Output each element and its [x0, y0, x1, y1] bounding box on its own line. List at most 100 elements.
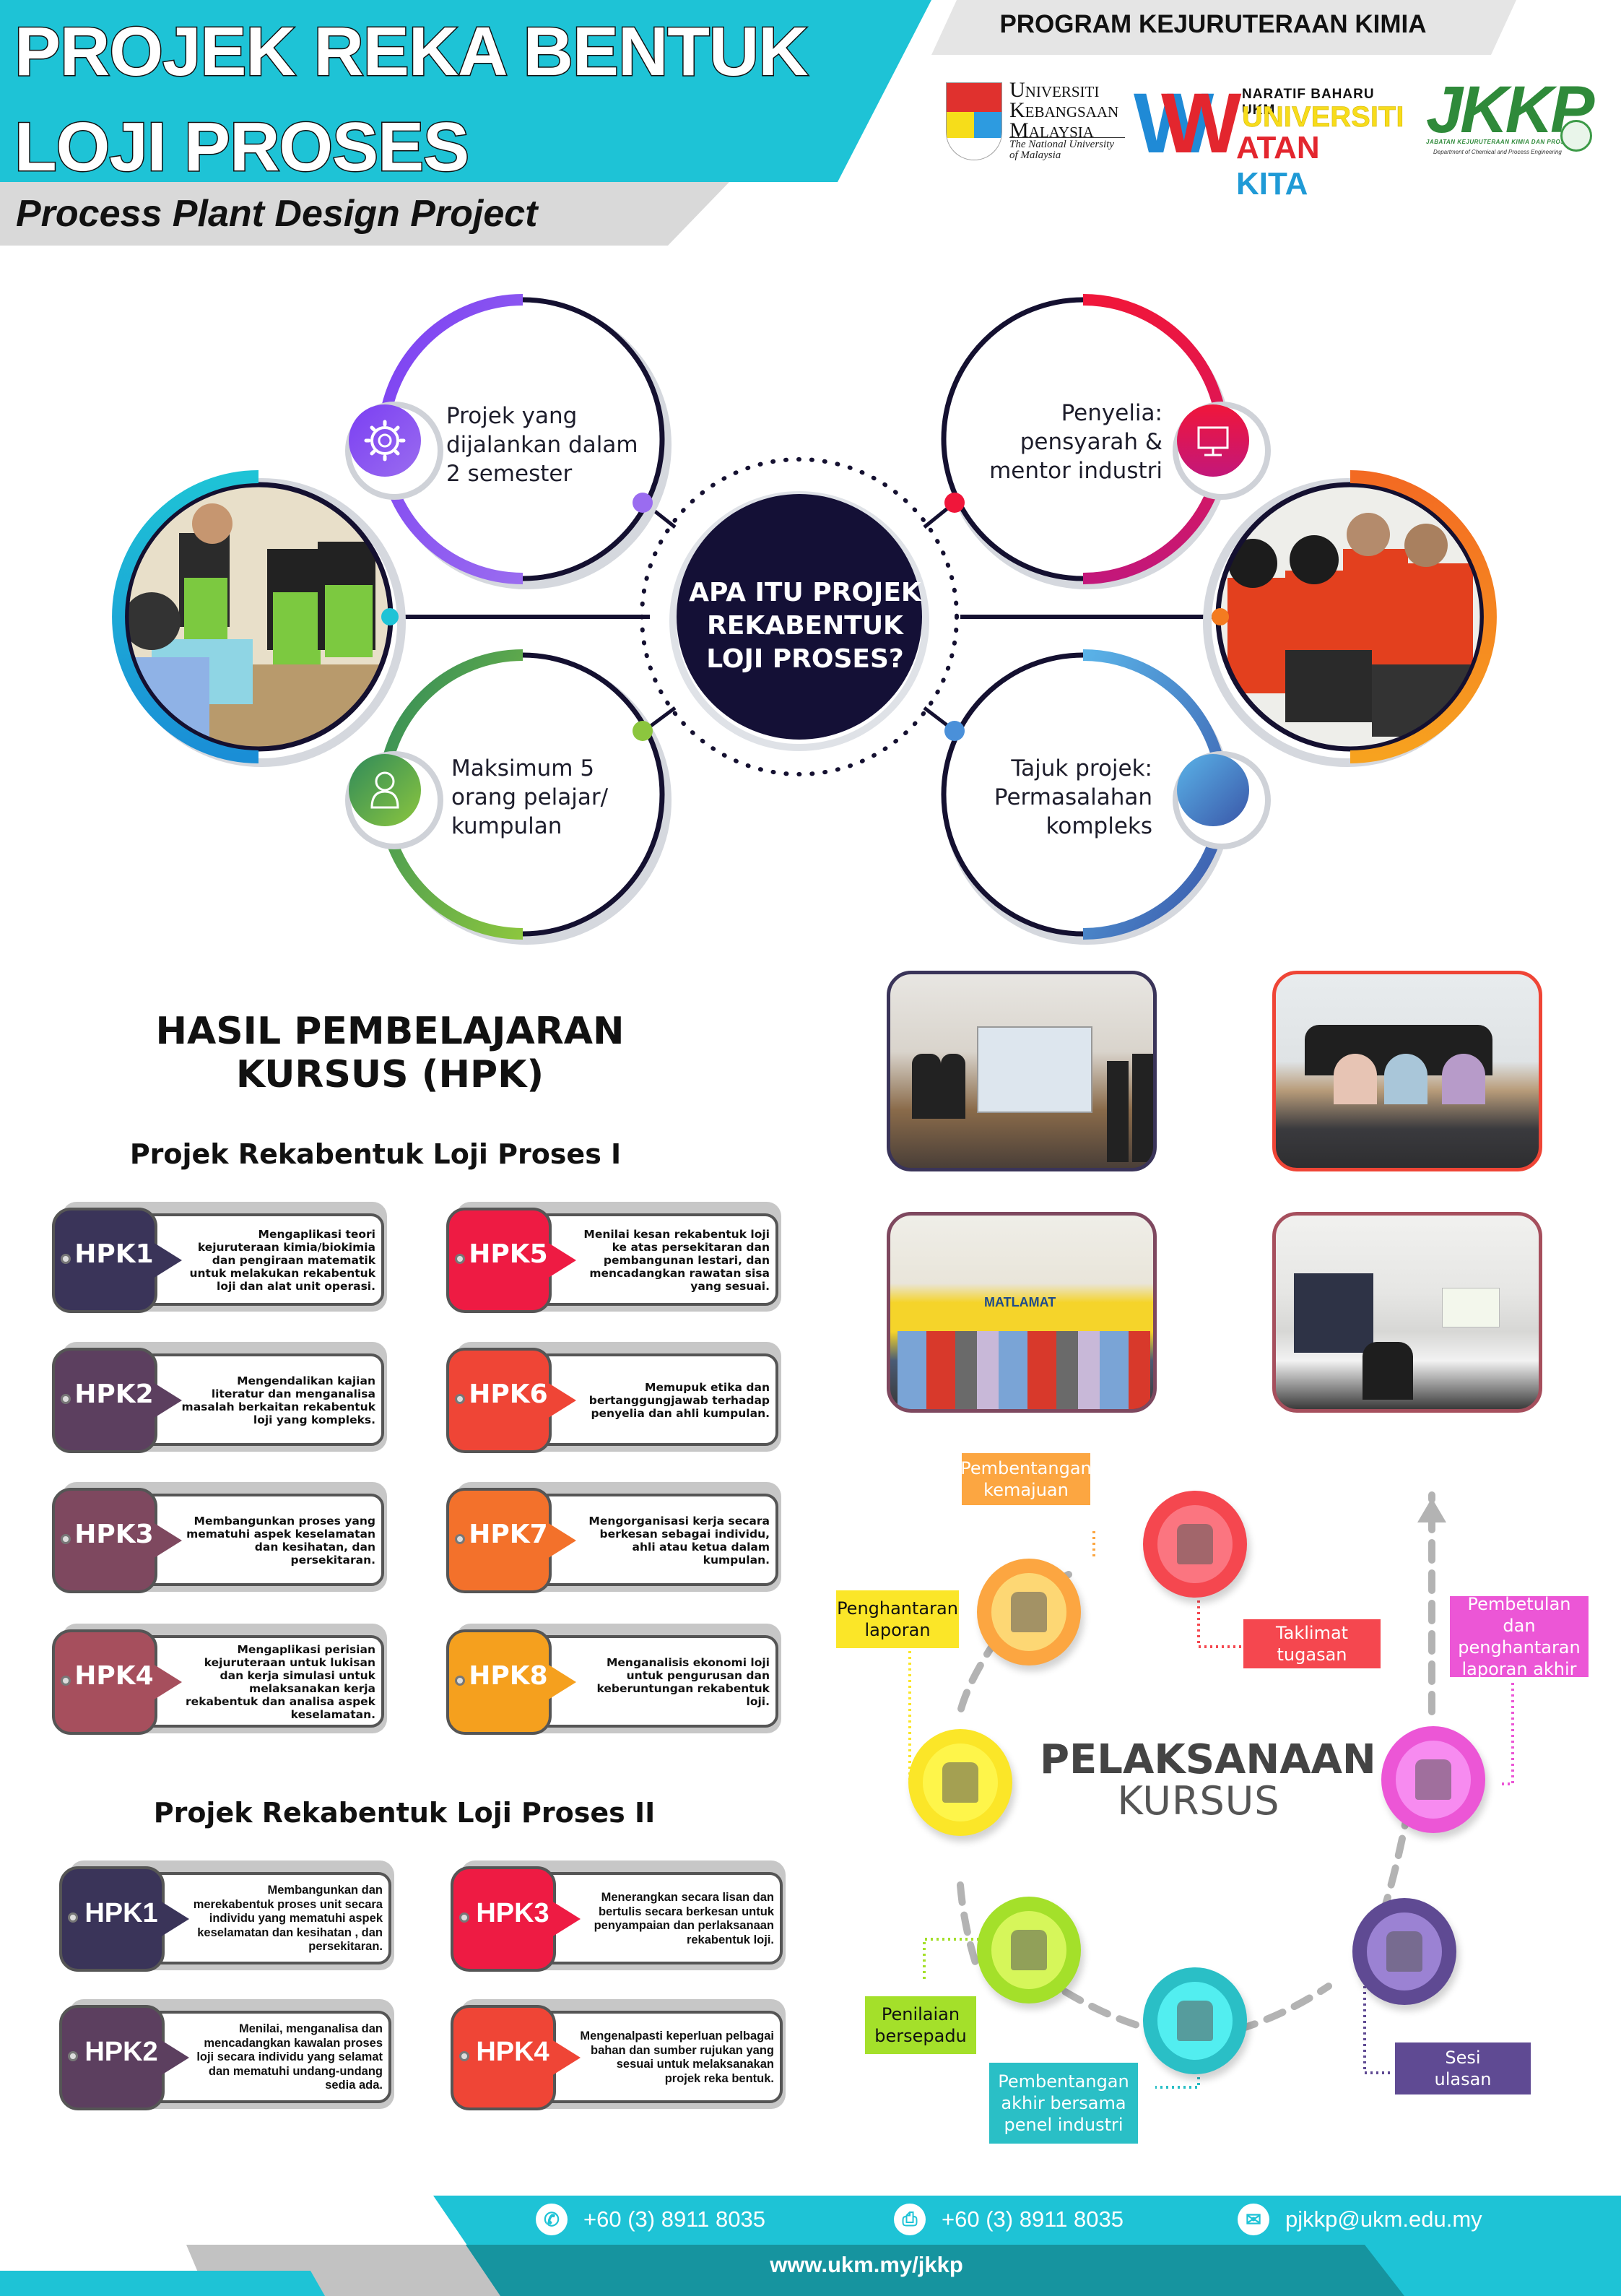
footer-fax[interactable]: ⎙ +60 (3) 8911 8035 [894, 2204, 1124, 2235]
center-circle [640, 457, 959, 776]
hpk-description: Mengaplikasi perisian kejuruteraan untuk… [186, 1643, 375, 1721]
info-circle-group-size [378, 649, 672, 945]
center-question: APA ITU PROJEK REKABENTUK LOJI PROSES? [689, 578, 921, 674]
tag-hole-icon [68, 1912, 78, 1923]
hpk-description: Membangunkan dan merekabentuk proses uni… [193, 1884, 383, 1954]
hpk-card: HPK8 Menganalisis ekonomi loji untuk peng… [439, 1624, 786, 1738]
hpk-description: Menilai kesan rekabentuk loji ke atas pe… [583, 1228, 770, 1293]
hpk-description: Menganalisis ekonomi loji untuk pengurus… [596, 1656, 770, 1708]
phone-number: +60 (3) 8911 8035 [583, 2206, 765, 2232]
fax-icon: ⎙ [894, 2204, 926, 2235]
review-cycle-icon [1367, 1912, 1442, 1990]
hpk-card: HPK4 Mengaplikasi perisian kejuruteraan u… [45, 1624, 391, 1738]
step-node-3 [908, 1729, 1012, 1836]
tag-hole-icon [455, 1254, 465, 1264]
gear-icon [345, 402, 443, 500]
info-diagram [112, 294, 1497, 945]
matlamat-group-photo: MATLAMAT [887, 1212, 1157, 1413]
hpk-code: HPK4 [476, 2037, 549, 2067]
info-text-project-title: Tajuk projek: Permasalahan kompleks [994, 755, 1152, 839]
tag-hole-icon [61, 1394, 71, 1404]
info-text-semester: Projek yang dijalankan dalam 2 semester [446, 403, 638, 487]
ukm-crest-icon [946, 82, 1002, 160]
watan-w-mark-red: W [1161, 76, 1242, 171]
title-line-1: PROJEK REKA BENTUK [14, 12, 810, 92]
report-document-icon [923, 1743, 998, 1821]
growth-team-icon [991, 1573, 1066, 1651]
tag-hole-icon [61, 1254, 71, 1264]
hpk-code: HPK3 [74, 1520, 154, 1549]
tag-hole-icon [455, 1534, 465, 1544]
hpk-description: Mengenalpasti keperluan pelbagai bahan d… [580, 2029, 774, 2085]
hpk-code: HPK3 [476, 1898, 549, 1928]
jkkp-crest-icon [1560, 120, 1592, 152]
footer-dark-band [466, 2245, 1404, 2296]
hpk-part2-heading: Projek Rekabentuk Loji Proses II [153, 1797, 656, 1829]
jkkp-department-english: Department of Chemical and Process Engin… [1433, 149, 1562, 155]
hpk-code: HPK6 [469, 1379, 548, 1409]
hpk-code: HPK5 [469, 1239, 548, 1269]
step-node-2 [977, 1559, 1081, 1665]
blank-circle-icon [1173, 751, 1271, 849]
hpk-description: Mengaplikasi teori kejuruteraan kimia/bi… [189, 1228, 375, 1293]
tag-hole-icon [455, 1394, 465, 1404]
hpk-code: HPK8 [469, 1661, 548, 1691]
hpk-description-box [139, 1872, 391, 1964]
tag-hole-icon [455, 1676, 465, 1686]
monitor-icon [1173, 402, 1271, 500]
hpk-card: HPK1 Mengaplikasi teori kejuruteraan kimi… [45, 1202, 391, 1316]
hpk-card: HPK3 Membangunkan proses yang mematuhi as… [45, 1482, 391, 1596]
phone-icon: ✆ [536, 2204, 568, 2235]
hpk-description: Membangunkan proses yang mematuhi aspek … [186, 1515, 375, 1567]
hpk-description: Menilai, menganalisa dan mencadangkan ka… [196, 2022, 383, 2092]
subtitle-band [0, 182, 729, 246]
pelaksanaan-title: PELAKSANAAN [1040, 1736, 1376, 1783]
hpk-card: HPK6 Memupuk etika dan bertanggungjawab t… [439, 1342, 786, 1456]
jkkp-logo: JKKP JABATAN KEJURUTERAAN KIMIA DAN PROS… [1419, 73, 1599, 163]
info-text-supervisor: Penyelia: pensyarah & mentor industri [989, 400, 1162, 484]
hpk-card: HPK1 Membangunkan dan merekabentuk proses… [52, 1860, 399, 1975]
step-node-5 [1143, 1967, 1247, 2074]
presenter-icon [1157, 1982, 1233, 2060]
hpk-card: HPK5 Menilai kesan rekabentuk loji ke ata… [439, 1202, 786, 1316]
tag-hole-icon [459, 1912, 469, 1923]
meeting-room-photo [1272, 1212, 1542, 1413]
hpk-card: HPK7 Mengorganisasi kerja secara berkesan… [439, 1482, 786, 1596]
header-banner [0, 0, 931, 182]
hpk-description: Memupuk etika dan bertanggungjawab terha… [588, 1381, 770, 1420]
presentation-room-photo [887, 971, 1157, 1171]
title-line-2: LOJI PROSES [14, 108, 471, 187]
students-red-uniform-photo [1203, 470, 1497, 767]
step-node-4 [977, 1897, 1081, 2003]
step-node-7 [1381, 1726, 1485, 1833]
ukm-wordmark: UNIVERSITI KEBANGSAAN MALAYSIA [1009, 78, 1119, 142]
hpk-code: HPK1 [84, 1898, 158, 1928]
universiti-watan-kita-logo: W W NARATIF BAHARU UKM UNIVERSITI ATAN K… [1134, 76, 1404, 202]
tag-hole-icon [61, 1676, 71, 1686]
user-icon [345, 751, 443, 849]
page-title: PROJEK REKA BENTUK LOJI PROSES [14, 4, 810, 195]
hpk-code: HPK1 [74, 1239, 154, 1269]
team-settings-icon [1396, 1741, 1471, 1819]
jkkp-department-malay: JABATAN KEJURUTERAAN KIMIA DAN PROSES [1426, 139, 1573, 145]
website-link[interactable]: www.ukm.my/jkkp [770, 2252, 963, 2277]
watan-w-mark: W [1134, 76, 1214, 171]
watan-tagline: NARATIF BAHARU UKM [1242, 87, 1375, 118]
tag-hole-icon [459, 2051, 469, 2061]
fax-number: +60 (3) 8911 8035 [942, 2206, 1124, 2232]
info-text-group-size: Maksimum 5 orang pelajar/ kumpulan [451, 755, 609, 839]
hpk-code: HPK4 [74, 1661, 154, 1691]
students-green-uniform-photo [112, 470, 406, 767]
footer-email[interactable]: ✉ pjkkp@ukm.edu.my [1238, 2204, 1482, 2235]
hpk-description: Mengorganisasi kerja secara berkesan seb… [588, 1515, 770, 1567]
hpk-code: HPK7 [469, 1520, 548, 1549]
footer-phone[interactable]: ✆ +60 (3) 8911 8035 [536, 2204, 765, 2235]
